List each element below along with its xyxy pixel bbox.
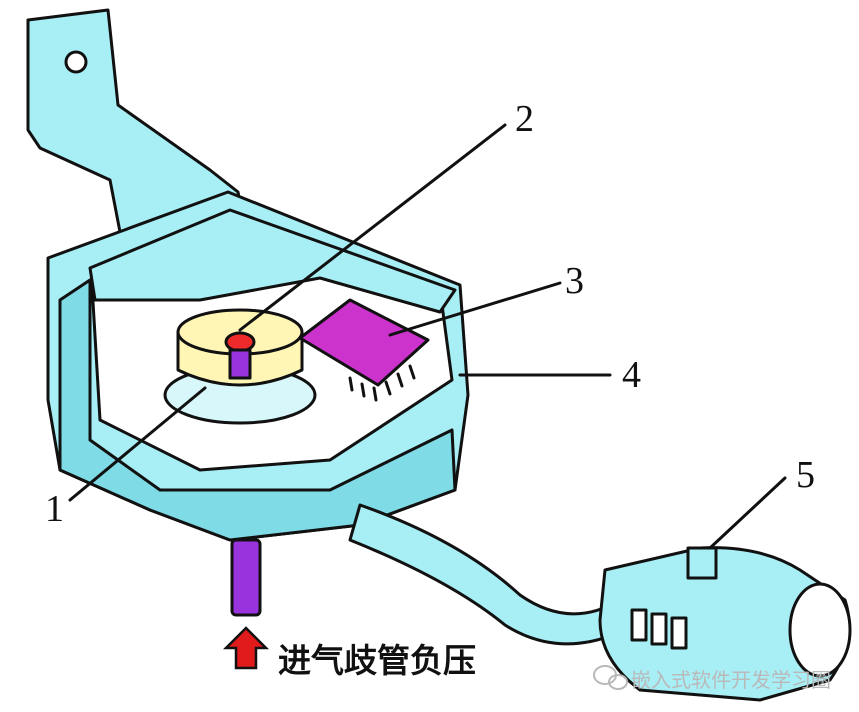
circuit-chip <box>298 298 430 387</box>
leader-line-5 <box>708 476 787 550</box>
wire-harness <box>348 503 627 646</box>
connector-socket <box>788 582 852 678</box>
label-1: 1 <box>45 488 64 530</box>
leader-line-3 <box>388 281 562 337</box>
connector-slots <box>630 608 688 650</box>
vacuum-arrow-icon <box>222 626 270 670</box>
housing-front-face <box>58 278 457 542</box>
leader-line-2 <box>238 123 507 332</box>
connector-latch <box>686 546 718 580</box>
leader-line-1 <box>68 386 207 502</box>
label-4: 4 <box>622 354 641 396</box>
label-3: 3 <box>565 260 584 302</box>
vacuum-caption: 进气歧管负压 <box>278 641 476 680</box>
sensor-pin <box>224 331 256 353</box>
label-2: 2 <box>515 98 534 140</box>
watermark-text: 嵌入式软件开发学习圈 <box>631 668 831 692</box>
chip-pins <box>348 364 416 402</box>
sensor-stem <box>228 348 252 380</box>
vacuum-port <box>230 538 262 617</box>
cover-lid <box>88 208 457 314</box>
mounting-hole <box>64 50 88 74</box>
label-5: 5 <box>796 454 815 496</box>
wechat-icon <box>593 665 628 690</box>
